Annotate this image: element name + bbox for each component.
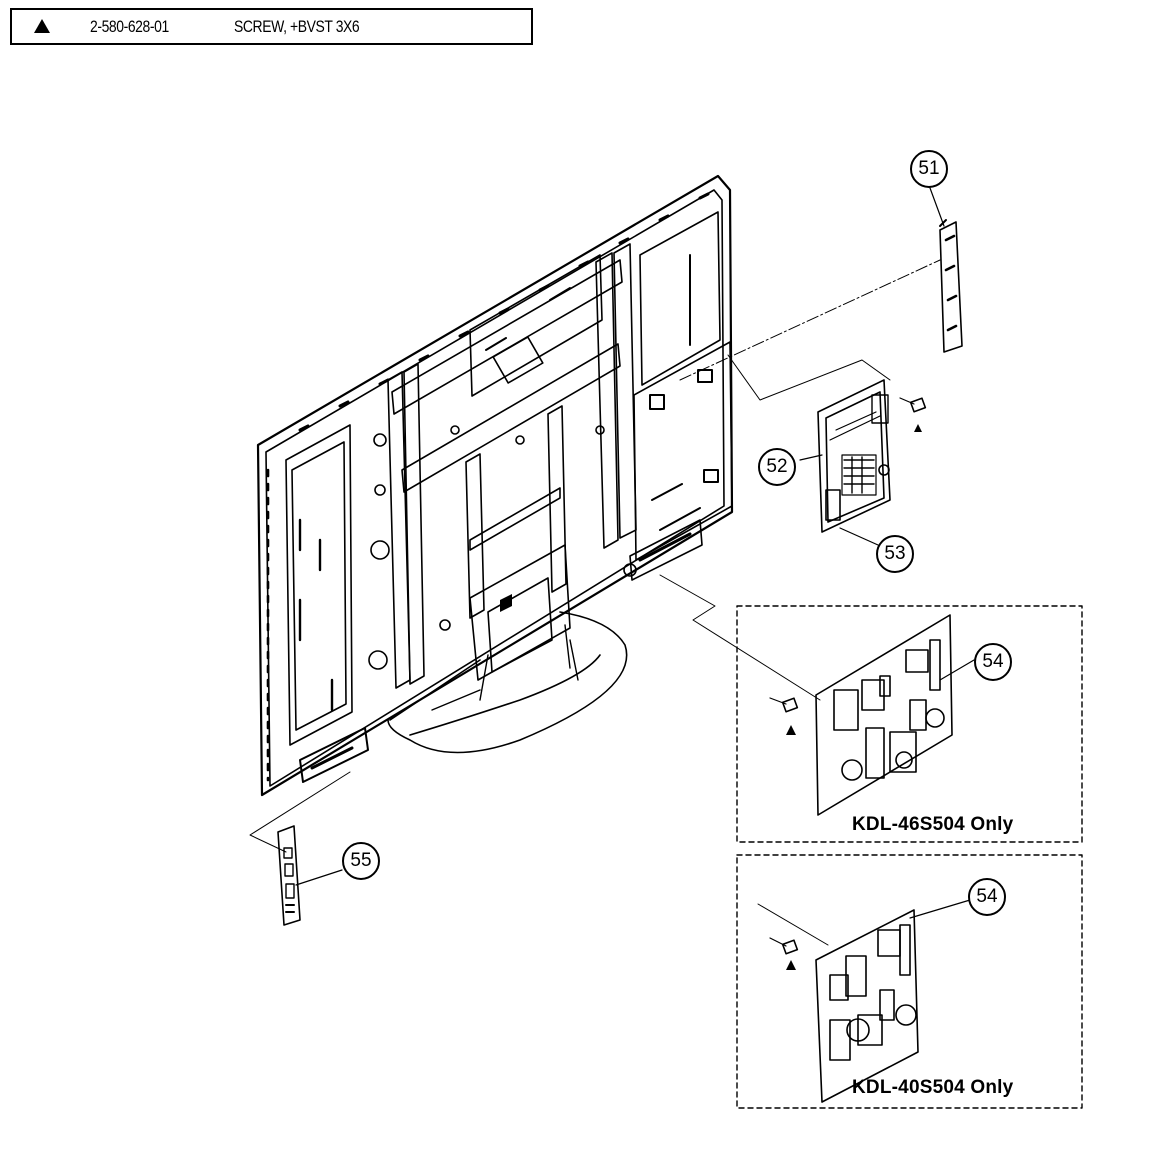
callout-53: 53 xyxy=(876,535,914,573)
callout-51: 51 xyxy=(910,150,948,188)
screw-icon xyxy=(769,697,799,735)
variant-label-46: KDL-46S504 Only xyxy=(852,814,1014,835)
triangle-warning-icon xyxy=(34,19,50,33)
legend-box: 2-580-628-01 SCREW, +BVST 3X6 xyxy=(10,8,533,45)
legend-description: SCREW, +BVST 3X6 xyxy=(234,17,360,36)
screw-icon xyxy=(899,397,927,432)
variant-box-46 xyxy=(736,605,1083,843)
callout-54-lower: 54 xyxy=(968,878,1006,916)
callout-54-upper: 54 xyxy=(974,643,1012,681)
part-54-board-40 xyxy=(815,899,971,1103)
screw-icon xyxy=(769,937,799,970)
variant-box-40 xyxy=(736,854,1083,1109)
callout-52: 52 xyxy=(758,448,796,486)
variant-label-40: KDL-40S504 Only xyxy=(852,1077,1014,1098)
part-52-board xyxy=(817,379,891,533)
part-54-board-46 xyxy=(815,614,975,816)
part-55-panel xyxy=(277,825,301,926)
part-51-side-board xyxy=(929,187,963,353)
tv-rear-chassis xyxy=(256,174,734,797)
callout-55: 55 xyxy=(342,842,380,880)
legend-part-number: 2-580-628-01 xyxy=(90,17,169,36)
